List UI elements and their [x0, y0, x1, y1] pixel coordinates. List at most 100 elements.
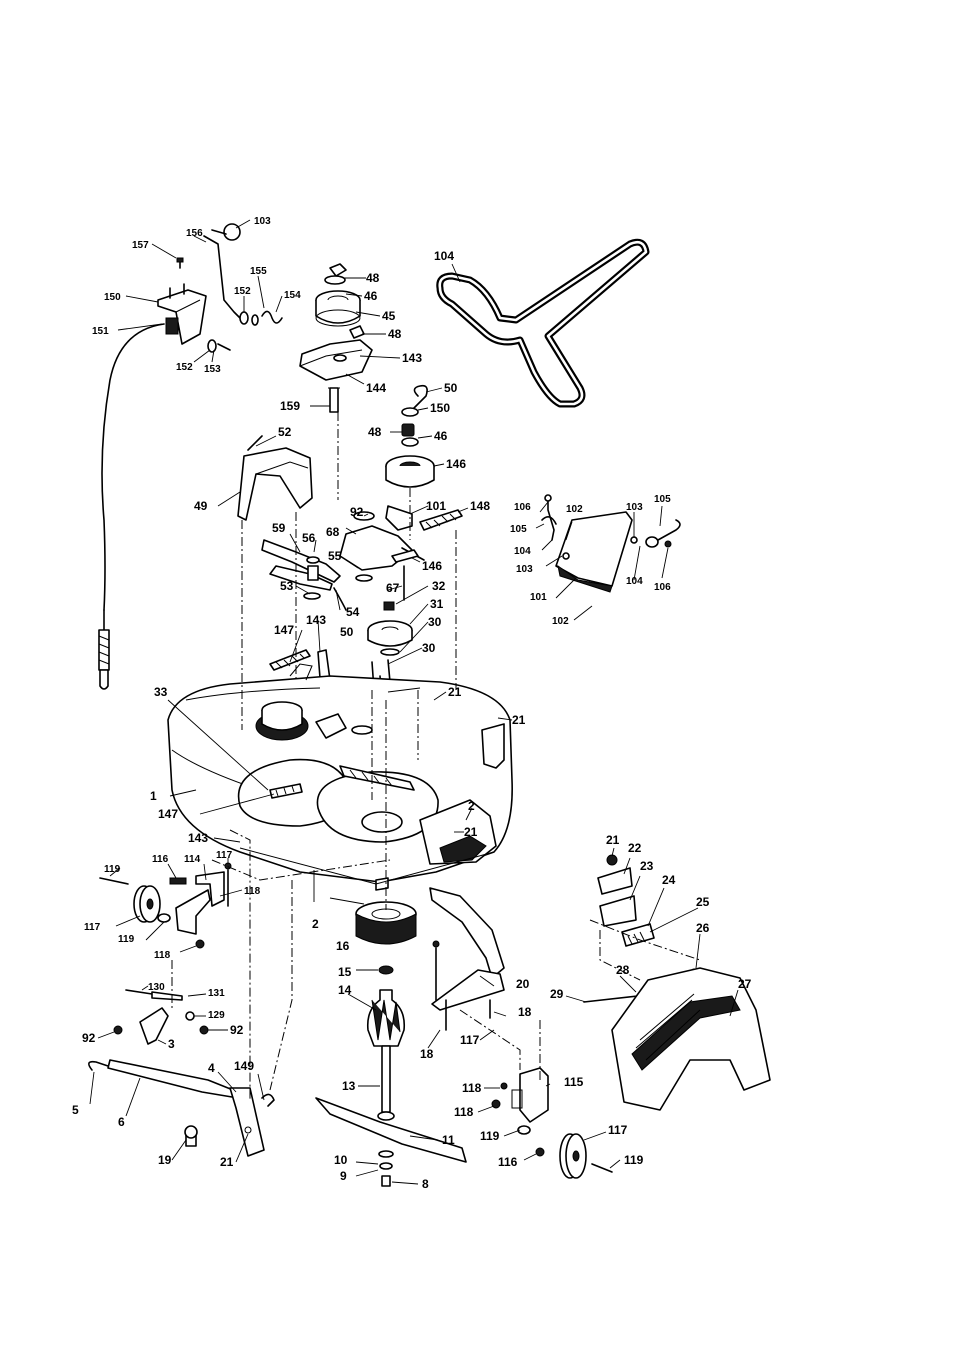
label-149: 149 [234, 1059, 254, 1073]
label-3: 3 [168, 1037, 175, 1051]
label-40-mid: 48 [388, 327, 402, 341]
label-5: 5 [72, 1103, 79, 1117]
label-14: 14 [338, 983, 352, 997]
label-49: 54 [346, 605, 360, 619]
label-33: 32 [432, 579, 446, 593]
label-18-left: 18 [420, 1047, 434, 1061]
label-130: 130 [148, 982, 165, 993]
label-104-left: 104 [514, 546, 531, 557]
label-30: 30 [422, 641, 436, 655]
label-156: 155 [250, 266, 267, 277]
label-46: 52 [278, 425, 292, 439]
label-112: 115 [564, 1075, 584, 1089]
label-67: 103 [254, 216, 271, 227]
label-2-center: 2 [312, 917, 319, 931]
label-23: 23 [640, 859, 654, 873]
label-148: 148 [470, 499, 490, 513]
label-4: 4 [208, 1061, 215, 1075]
label-34: 33 [154, 685, 168, 699]
label-32: 31 [430, 597, 444, 611]
label-129: 129 [208, 1010, 225, 1021]
label-102-top: 102 [566, 504, 583, 515]
label-113-left: 116 [152, 854, 169, 865]
idler-stack-drawing [299, 263, 373, 413]
label-59: 101 [426, 499, 446, 513]
label-54: 67 [386, 581, 400, 595]
belt-68-drawing [436, 238, 650, 408]
label-144: 144 [366, 381, 386, 395]
label-131: 131 [208, 988, 225, 999]
assembly-lines [171, 412, 701, 1100]
lift-lever-assembly-drawing [98, 223, 283, 690]
part-labels: 157 156 103 155 152 154 150 151 152 153 … [72, 216, 752, 1191]
label-40-top: 48 [366, 271, 380, 285]
label-2-right: 2 [468, 799, 475, 813]
label-114-left: 117 [216, 850, 233, 861]
label-24: 24 [662, 873, 676, 887]
label-119-right: 119 [480, 1129, 500, 1143]
label-92-right: 92 [230, 1023, 244, 1037]
label-56: 92 [350, 505, 364, 519]
label-21-b: 21 [512, 713, 526, 727]
label-51: 55 [328, 549, 342, 563]
left-gauge-wheel-drawing [99, 862, 232, 949]
label-15: 15 [338, 965, 352, 979]
label-104-right: 104 [626, 576, 643, 587]
label-106-right: 106 [654, 582, 671, 593]
spindle-blade-drawing [315, 901, 467, 1187]
label-103-left: 103 [516, 564, 533, 575]
label-21-a: 21 [448, 685, 462, 699]
idler-145-drawing [385, 384, 435, 488]
label-103-right: 103 [626, 502, 643, 513]
label-142-bottom: 143 [188, 831, 208, 845]
label-48: 53 [280, 579, 294, 593]
label-11: 11 [442, 1133, 455, 1147]
label-115-right: 118 [462, 1081, 482, 1095]
spindle-pulley-assembly-drawing [261, 505, 463, 701]
label-118-left: 118 [154, 950, 171, 961]
label-150: 150 [430, 401, 450, 415]
pulley-guard-44-drawing [237, 435, 313, 521]
label-28: 28 [616, 963, 630, 977]
label-36: 45 [382, 309, 396, 323]
label-53: 59 [272, 521, 286, 535]
label-155: 154 [284, 290, 301, 301]
label-21-hood: 21 [606, 833, 620, 847]
leader-lines [89, 219, 739, 1185]
label-105-left: 105 [510, 524, 527, 535]
label-20: 20 [516, 977, 530, 991]
label-117-left: 117 [84, 922, 101, 933]
label-21-bottom-left: 21 [220, 1155, 234, 1169]
label-92-left: 92 [82, 1031, 96, 1045]
label-31: 30 [428, 615, 442, 629]
right-gauge-wheel-drawing [491, 1067, 613, 1179]
label-145: 146 [446, 457, 466, 471]
label-154: 153 [204, 364, 221, 375]
label-26: 26 [696, 921, 710, 935]
label-118-right: 118 [454, 1105, 474, 1119]
label-21-c: 21 [464, 825, 478, 839]
label-143: 143 [402, 351, 422, 365]
label-153-top: 152 [234, 286, 251, 297]
label-18-right: 18 [518, 1005, 532, 1019]
label-111: 114 [184, 854, 201, 865]
label-16: 16 [336, 939, 350, 953]
label-45: 50 [444, 381, 458, 395]
label-13: 13 [342, 1079, 356, 1093]
label-22: 22 [628, 841, 642, 855]
label-44: 49 [194, 499, 208, 513]
label-9: 9 [340, 1169, 347, 1183]
label-117-right: 117 [608, 1123, 628, 1137]
label-147-top: 147 [274, 623, 294, 637]
label-6: 6 [118, 1115, 125, 1129]
label-37-top: 46 [364, 289, 378, 303]
drawing [88, 219, 771, 1187]
label-8: 8 [422, 1177, 429, 1191]
label-151: 150 [104, 292, 121, 303]
label-114-right: 117 [460, 1033, 480, 1047]
label-113-right: 116 [498, 1155, 518, 1169]
label-40-lower: 48 [368, 425, 382, 439]
label-159: 159 [280, 399, 300, 413]
label-10: 10 [334, 1153, 348, 1167]
